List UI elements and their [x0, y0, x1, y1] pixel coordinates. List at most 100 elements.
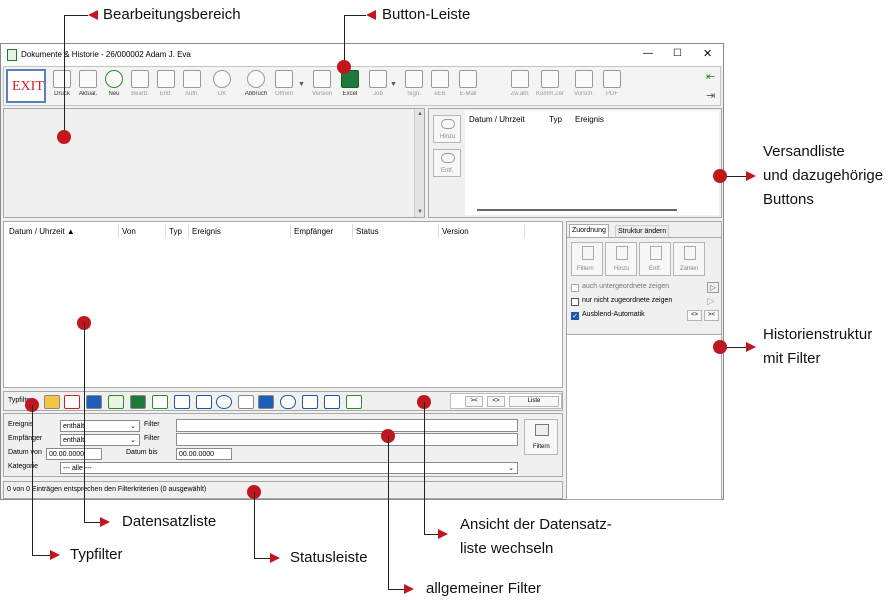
history-remove-button[interactable]: Entf. — [639, 242, 671, 276]
version-button[interactable]: Version — [308, 69, 336, 103]
callout-arrow — [746, 342, 756, 352]
dispatch-list[interactable]: Datum / Uhrzeit Typ Ereignis — [465, 111, 719, 215]
document-filter-icon[interactable] — [196, 395, 212, 409]
open-button[interactable]: Öffnen — [270, 69, 298, 103]
event-operator-select[interactable]: enthält⌄ — [60, 420, 140, 432]
date-from-label: Datum von — [8, 449, 42, 456]
scroll-down-icon[interactable]: ▼ — [417, 209, 423, 215]
event-filter-input[interactable] — [176, 419, 518, 432]
collapse-button[interactable]: >< — [704, 310, 719, 321]
tab-assignment[interactable]: Zuordnung — [569, 224, 609, 237]
eeb-button[interactable]: eEB — [426, 69, 454, 103]
col-status[interactable]: Status — [356, 227, 379, 236]
presentation-filter-icon[interactable] — [44, 395, 60, 409]
folder-open-filter-icon[interactable] — [324, 395, 340, 409]
edit-filter-icon[interactable] — [302, 395, 318, 409]
delete-button[interactable]: Entf. — [152, 69, 180, 103]
tab-change-structure[interactable]: Struktur ändern — [615, 225, 670, 237]
recipient-operator-select[interactable]: enthält⌄ — [60, 434, 140, 446]
type-filter-label: Typfilter: — [8, 397, 35, 404]
refresh-button[interactable]: Aktual. — [74, 69, 102, 103]
checkbox-auto-hide[interactable]: ✓ — [571, 312, 579, 320]
signature-icon — [405, 70, 423, 88]
checkbox-unassigned[interactable] — [571, 298, 579, 306]
exit-button[interactable]: EXIT — [6, 69, 46, 103]
history-filter-button[interactable]: Filtern — [571, 242, 603, 276]
pdf-label: PDF — [606, 91, 618, 97]
view-expand-button[interactable]: <> — [487, 396, 505, 407]
edit-button[interactable]: Bearb. — [126, 69, 154, 103]
expand-button[interactable]: <> — [687, 310, 702, 321]
clipboard-label: Zw.abl. — [510, 91, 530, 97]
play-icon[interactable]: ▷ — [707, 282, 719, 293]
col-from[interactable]: Von — [122, 227, 136, 236]
general-filter: Ereignis enthält⌄ Filter Empfänger enthä… — [3, 413, 563, 477]
col-type[interactable]: Typ — [169, 227, 182, 236]
web-filter-icon[interactable] — [216, 395, 232, 409]
dispatch-col-event[interactable]: Ereignis — [575, 115, 604, 124]
col-version[interactable]: Version — [442, 227, 469, 236]
comm-center-label: Komm.Zen. — [536, 91, 564, 97]
close-button[interactable]: ✕ — [703, 48, 713, 60]
play-outline-icon[interactable]: ▷ — [707, 296, 715, 307]
link-filter-icon[interactable] — [280, 395, 296, 409]
callout-general-filter: allgemeiner Filter — [426, 580, 542, 597]
dock-left-icon[interactable]: ⇥ — [706, 90, 716, 102]
outlook-note-filter-icon[interactable] — [258, 395, 274, 409]
recipient-filter-input[interactable] — [176, 433, 518, 446]
category-select[interactable]: --- alle ---⌄ — [60, 462, 518, 474]
job-dropdown-icon[interactable]: ▼ — [390, 81, 397, 88]
history-tree[interactable] — [567, 334, 721, 499]
excel-filter-icon[interactable] — [130, 395, 146, 409]
sign-button[interactable]: Sign. — [400, 69, 428, 103]
dispatch-hscrollbar[interactable] — [477, 209, 677, 211]
open-dropdown-icon[interactable]: ▼ — [298, 81, 305, 88]
email-filter-icon[interactable] — [152, 395, 168, 409]
history-count-button[interactable]: Zahlen — [673, 242, 705, 276]
outlook-filter-icon[interactable] — [86, 395, 102, 409]
clipboard-button[interactable]: Zw.abl. — [506, 69, 534, 103]
minimize-button[interactable]: — — [643, 48, 653, 59]
editing-area[interactable]: ▲ ▼ — [3, 108, 425, 218]
date-from-input[interactable]: 00.00.0000 — [46, 448, 102, 460]
pdf-filter-icon[interactable] — [64, 395, 80, 409]
callout-line — [722, 347, 746, 348]
dispatch-add-button[interactable]: Hinzu — [433, 115, 461, 143]
event-filter-label: Filter — [144, 421, 160, 428]
print-button[interactable]: Druck — [48, 69, 76, 103]
col-date[interactable]: Datum / Uhrzeit ▲ — [9, 227, 75, 236]
view-compact-button[interactable]: >< — [465, 396, 483, 407]
email-label: E-Mail — [459, 91, 477, 97]
dock-right-icon[interactable]: ⇤ — [706, 71, 716, 83]
date-to-input[interactable]: 00.00.0000 — [176, 448, 232, 460]
dispatch-col-date[interactable]: Datum / Uhrzeit — [469, 115, 525, 124]
folder-filter-icon[interactable] — [108, 395, 124, 409]
scroll-up-icon[interactable]: ▲ — [417, 111, 423, 117]
new-button[interactable]: Neu — [100, 69, 128, 103]
col-recipient[interactable]: Empfänger — [294, 227, 334, 236]
dispatch-col-type[interactable]: Typ — [549, 115, 562, 124]
callout-view-switch-1: Ansicht der Datensatz- — [460, 516, 612, 533]
comm-center-button[interactable]: Komm.Zen. — [536, 69, 564, 103]
checkbox-subordinate[interactable] — [571, 284, 579, 292]
record-list[interactable]: Datum / Uhrzeit ▲ Von Typ Ereignis Empfä… — [3, 221, 563, 388]
col-event[interactable]: Ereignis — [192, 227, 221, 236]
excel-button[interactable]: Excel — [336, 69, 364, 103]
dispatch-remove-button[interactable]: Entf. — [433, 149, 461, 177]
bea-filter-icon[interactable] — [174, 395, 190, 409]
new-document-filter-icon[interactable] — [346, 395, 362, 409]
pdf-button[interactable]: PDF — [598, 69, 626, 103]
maximize-button[interactable]: ☐ — [673, 48, 682, 59]
editing-scrollbar[interactable]: ▲ ▼ — [414, 109, 424, 217]
apply-filter-button[interactable]: Filtern — [524, 419, 558, 455]
view-list-button[interactable]: Liste — [509, 396, 559, 407]
ok-button[interactable]: OK — [208, 69, 236, 103]
abort-button[interactable]: Abbruch — [242, 69, 270, 103]
history-add-button[interactable]: Hinzu — [605, 242, 637, 276]
email-button[interactable]: E-Mail — [454, 69, 482, 103]
job-button[interactable]: Job — [364, 69, 392, 103]
note-filter-icon[interactable] — [238, 395, 254, 409]
cancel-doc-button[interactable]: Aufh. — [178, 69, 206, 103]
callout-dispatch-2: und dazugehörige — [763, 167, 884, 184]
preview-button[interactable]: Vorsch. — [570, 69, 598, 103]
